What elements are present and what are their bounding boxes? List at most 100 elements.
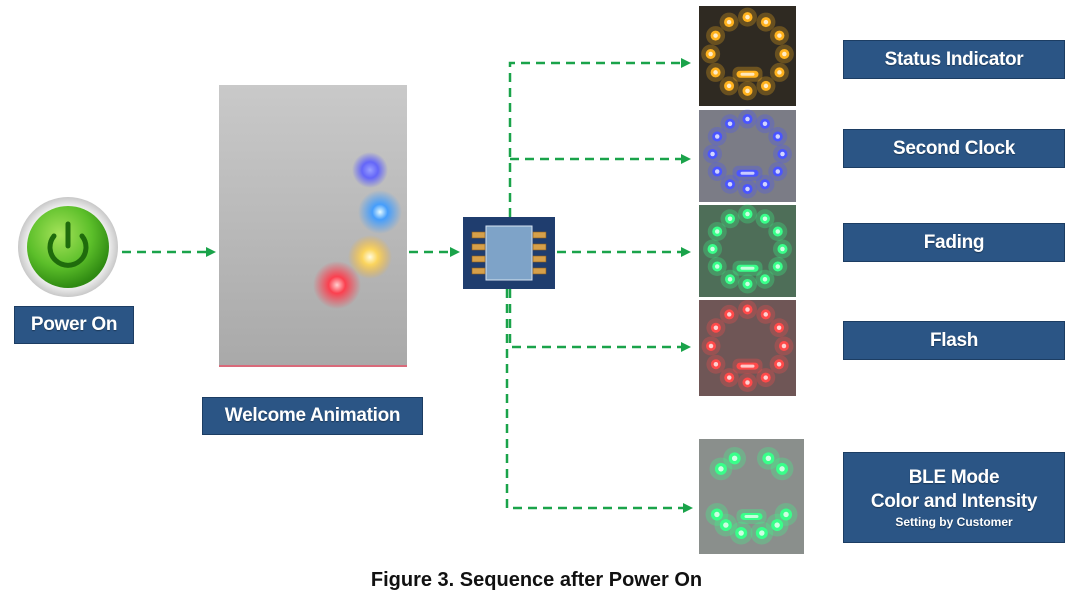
led-dot-core [763,375,768,380]
led-dot-core [780,246,785,252]
arrow-to-status-indicator [508,58,691,217]
led-dot-core [723,522,729,528]
led-panel-fading [699,204,796,297]
led-dot-core [713,325,719,331]
welcome-animation-label: Welcome Animation [202,397,423,435]
led-center-bar-core [740,266,755,270]
led-dot-core [727,121,733,126]
arrow-to-ble-mode [505,289,693,513]
welcome-animation-panel [219,85,407,367]
led-dot-core [762,277,768,282]
figure-caption: Figure 3. Sequence after Power On [370,569,703,591]
status-indicator-label: Status Indicator [843,40,1065,79]
power-button [18,197,118,297]
second-clock-label: Second Clock [843,129,1065,168]
led-dot-core [745,211,750,217]
power-icon [47,221,89,268]
led-dot-core [782,51,787,57]
fading-text: Fading [923,231,985,253]
ble-mode-text: BLE Mode [908,466,1000,488]
led-dot-core [714,229,720,234]
led-dot-core [714,134,720,139]
led-dot-core [727,216,733,221]
led-dot-core [763,19,769,25]
led-center-bar-core [740,72,755,76]
led-dot-core [708,51,713,57]
led-dot-core [762,216,768,221]
ble-mode-label: BLE Mode Color and Intensity Setting by … [843,452,1065,543]
flash-text: Flash [929,329,979,351]
led-dot-core [776,325,782,331]
glow-led-blue [352,152,388,188]
led-dot-core [714,169,720,174]
led-panel-second-clock [699,109,796,202]
led-dot-core [775,264,781,269]
led-dot-core [710,246,715,252]
glow-led-red [313,261,361,309]
glow-led-yellow [348,235,392,279]
welcome-animation-text: Welcome Animation [224,405,401,426]
led-dot-core [713,33,718,38]
led-mode-panels [699,6,804,554]
arrow-to-flash [508,289,691,352]
status-indicator-text: Status Indicator [884,48,1024,70]
led-panel-background [699,439,804,554]
led-dot-core [710,151,715,157]
led-dot-core [714,264,720,269]
led-dot-core [776,361,782,367]
led-dot-core [745,380,750,385]
second-clock-text: Second Clock [892,137,1016,159]
power-on-text: Power On [30,314,118,335]
power-on-label: Power On [14,306,134,344]
led-dot-core [727,312,732,317]
led-panel-flash [699,300,796,396]
led-dot-core [745,14,750,20]
led-dot-core [774,522,780,528]
led-dot-core [780,151,785,157]
ble-setting-by-customer-text: Setting by Customer [895,514,1013,529]
led-dot-core [759,530,765,536]
led-dot-core [745,88,750,94]
led-dot-core [775,229,781,234]
flash-label: Flash [843,321,1065,360]
led-dot-core [762,182,768,187]
led-dot-core [738,530,744,536]
led-dot-core [763,312,768,317]
led-dot-core [775,134,781,139]
led-dot-core [745,281,750,287]
led-dot-core [727,182,733,187]
led-dot-core [745,116,750,122]
led-dot-core [783,511,789,518]
led-dot-core [777,70,782,75]
led-panel-status-indicator [699,6,796,106]
flow-arrows [122,58,693,513]
led-dot-core [779,466,785,472]
led-dot-core [731,455,738,462]
led-dot-core [727,375,732,380]
led-dot-core [775,169,781,174]
led-dot-core [745,307,750,312]
ic-chip-icon [463,217,555,289]
led-dot-core [763,83,769,89]
led-dot-core [713,70,718,75]
led-center-bar-core [740,364,755,368]
led-dot-core [713,361,719,367]
led-panel-ble-mode [699,439,804,554]
led-dot-core [777,33,782,38]
ble-color-intensity-text: Color and Intensity [870,490,1038,512]
led-dot-core [781,343,787,349]
led-dot-core [762,121,768,126]
led-dot-core [727,277,733,282]
led-dot-core [765,455,772,462]
led-dot-core [718,466,724,472]
fading-label: Fading [843,223,1065,262]
led-center-bar-core [740,171,755,175]
led-center-bar-core [744,514,759,518]
led-dot-core [745,186,750,192]
led-dot-core [726,19,732,25]
glow-led-cyan [358,190,402,234]
led-dot-core [726,83,732,89]
led-dot-core [714,511,720,518]
led-dot-core [708,343,714,349]
